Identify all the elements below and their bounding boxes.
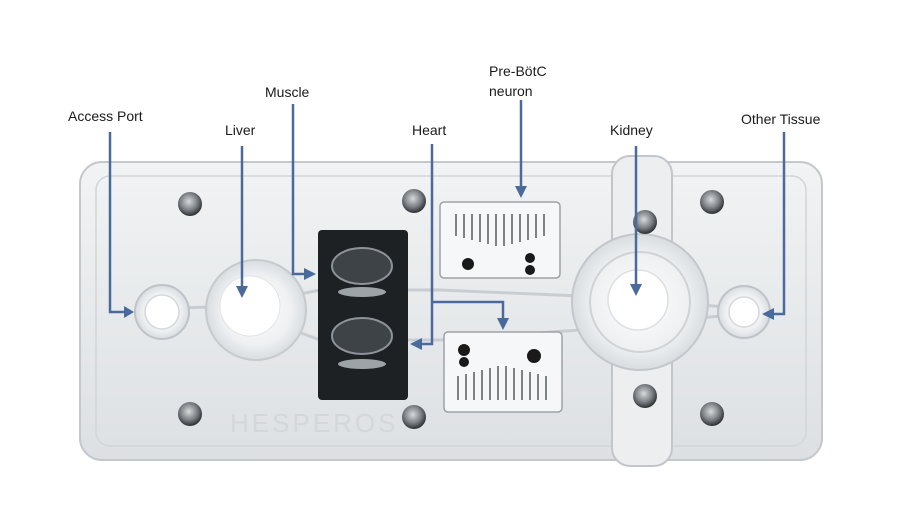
label-other-tissue: Other Tissue bbox=[741, 111, 821, 127]
prebotc-electrode-array bbox=[439, 201, 561, 279]
heart-electrode-array bbox=[443, 331, 563, 413]
svg-text:HESPEROS: HESPEROS bbox=[230, 408, 399, 438]
access-port-well bbox=[134, 284, 190, 340]
screw-icon bbox=[178, 189, 724, 429]
label-muscle: Muscle bbox=[265, 84, 310, 100]
muscle-heart-chamber bbox=[318, 230, 408, 400]
kidney-well bbox=[571, 155, 709, 467]
label-liver: Liver bbox=[225, 122, 256, 138]
other-tissue-well bbox=[717, 285, 771, 339]
label-access-port: Access Port bbox=[68, 108, 143, 124]
label-prebotc-line2: neuron bbox=[489, 83, 533, 99]
label-heart: Heart bbox=[412, 122, 446, 138]
liver-well bbox=[205, 259, 307, 361]
label-prebotc-line1: Pre-BötC bbox=[489, 63, 547, 79]
callout-arrows bbox=[108, 100, 786, 350]
label-kidney: Kidney bbox=[610, 122, 653, 138]
